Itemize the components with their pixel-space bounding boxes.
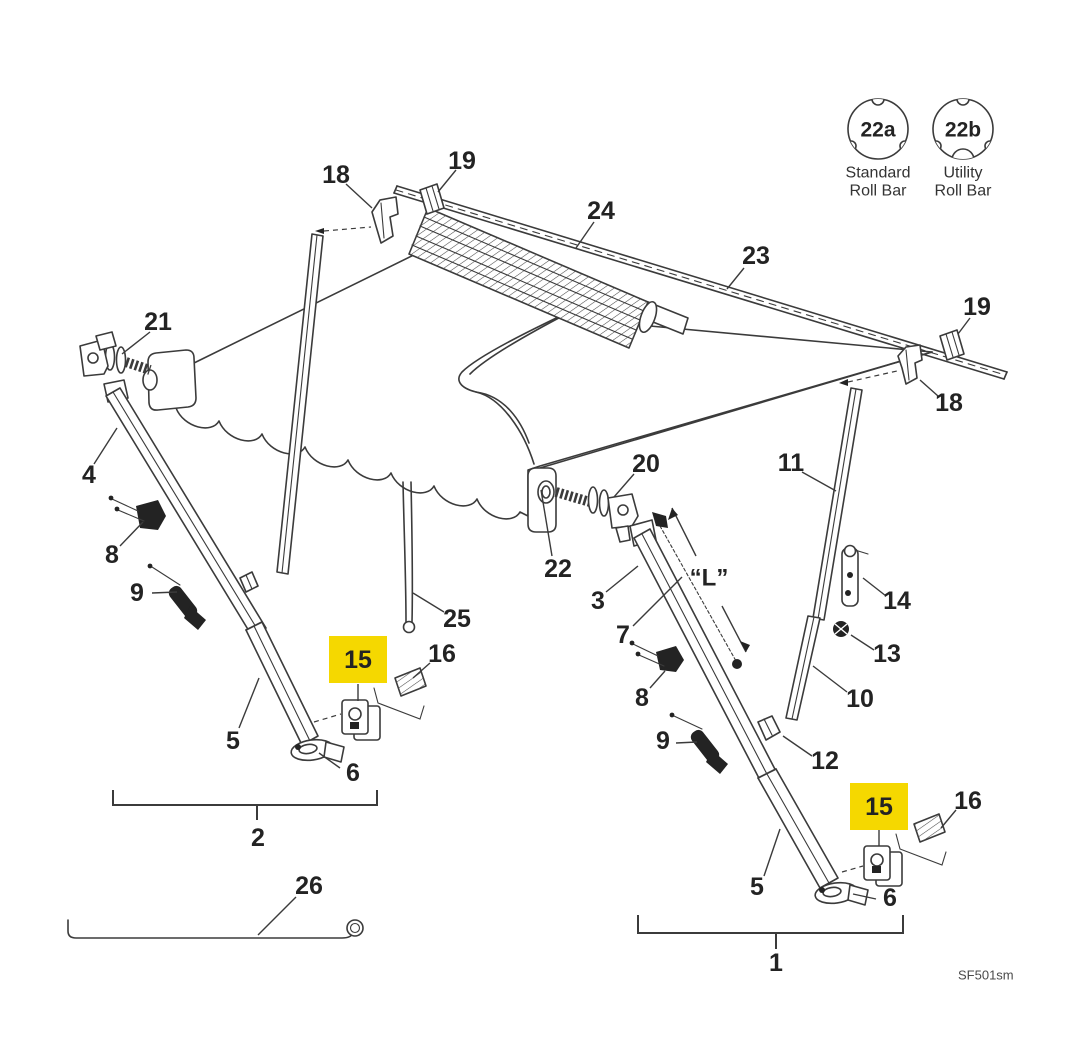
callout-part-4: 4: [82, 461, 96, 489]
callout-part-23: 23: [742, 242, 770, 270]
roller-tube-fabric: [408, 207, 689, 349]
callout-part-1: 1: [769, 949, 783, 977]
callout-part-8: 8: [105, 541, 119, 569]
callout-part-14: 14: [883, 587, 911, 615]
callout-part-15: 15: [344, 646, 372, 674]
figure-code: SF501sm: [958, 968, 1014, 983]
callout-part-16: 16: [428, 640, 456, 668]
highlight-part-15: [850, 783, 908, 830]
callout-part-19: 19: [448, 147, 476, 175]
rafter-arm-right: [757, 387, 869, 741]
callout-part-8: 8: [635, 684, 649, 712]
pull-strap: [402, 481, 416, 634]
callout-part-18: 18: [935, 389, 963, 417]
callout-part-16: 16: [954, 787, 982, 815]
legend-utility-line1: Utility: [943, 165, 982, 182]
roll-bar-rail: [393, 185, 1008, 380]
callout-part-21: 21: [144, 308, 172, 336]
legend-standard-roll-bar: 22a Standard Roll Bar: [846, 98, 911, 200]
callout-part-26: 26: [295, 872, 323, 900]
callout-part-25: 25: [443, 605, 471, 633]
callout-part-15: 15: [865, 793, 893, 821]
callout-part-22: 22: [544, 555, 572, 583]
legend-standard-line1: Standard: [846, 165, 911, 182]
callout-part-7: 7: [616, 621, 630, 649]
hold-down-rod: [67, 919, 364, 939]
dimension-label: “L”: [690, 565, 729, 592]
legend-utility-id: 22b: [945, 119, 981, 142]
rafter-arm-left: [239, 233, 324, 593]
top-bracket-right: [839, 344, 923, 386]
callout-part-9: 9: [656, 727, 670, 755]
torsion-assembly-left: [79, 331, 197, 411]
span-bracket-left: [112, 790, 378, 820]
torsion-assembly-right: [527, 467, 639, 543]
support-arm-right: [629, 512, 869, 906]
callout-part-19: 19: [963, 293, 991, 321]
legend-standard-line2: Roll Bar: [850, 183, 908, 200]
callout-part-2: 2: [251, 824, 265, 852]
callout-part-6: 6: [346, 759, 360, 787]
callout-part-10: 10: [846, 685, 874, 713]
length-dimension: “L”: [668, 507, 750, 653]
awning-canopy: [175, 246, 933, 520]
callout-part-3: 3: [591, 587, 605, 615]
callout-part-18: 18: [322, 161, 350, 189]
callout-part-9: 9: [130, 579, 144, 607]
legend-utility-roll-bar: 22b Utility Roll Bar: [932, 98, 994, 200]
callout-part-12: 12: [811, 747, 839, 775]
callout-part-6: 6: [883, 884, 897, 912]
callout-part-5: 5: [226, 727, 240, 755]
legend-utility-line2: Roll Bar: [935, 183, 993, 200]
callout-part-11: 11: [778, 449, 805, 477]
foot-bracket-left: [313, 667, 427, 741]
callout-part-20: 20: [632, 450, 660, 478]
span-bracket-right: [637, 915, 904, 949]
foot-bracket-right: [841, 813, 947, 887]
callout-part-24: 24: [587, 197, 615, 225]
leader-lines: [93, 169, 971, 936]
callout-part-13: 13: [873, 640, 901, 668]
legend-standard-id: 22a: [860, 119, 895, 142]
highlight-part-15: [329, 636, 387, 683]
rail-clamp-right: [939, 329, 965, 361]
callout-part-5: 5: [750, 873, 764, 901]
top-bracket-left: [315, 196, 399, 244]
support-arm-left: [103, 379, 345, 763]
